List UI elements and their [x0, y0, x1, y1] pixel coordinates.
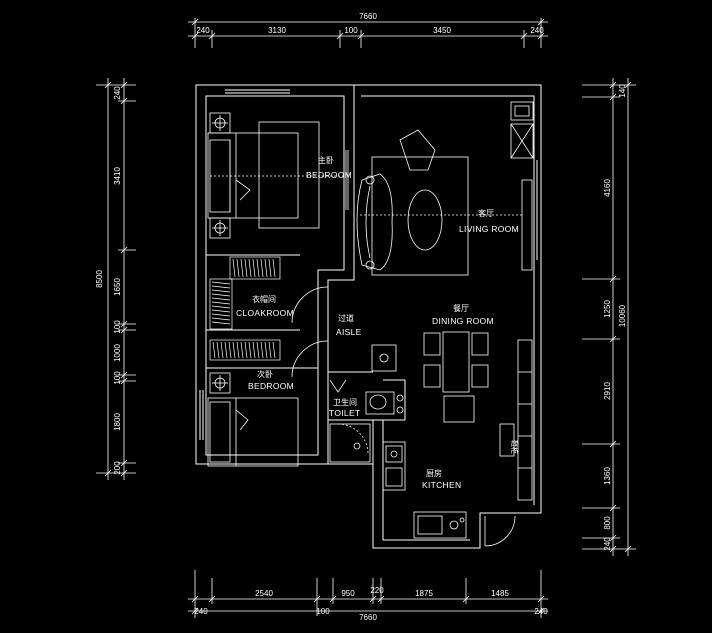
label-kitchen-cn: 厨房: [426, 468, 442, 478]
label-aisle-en: AISLE: [336, 327, 362, 337]
dim-top-seg-5: 240: [530, 26, 544, 35]
dim-bottom-seg-1: 2540: [255, 589, 273, 598]
second-bed: [207, 397, 299, 467]
label-kitchen-en: KITCHEN: [422, 480, 461, 490]
nightstand-lamps: [209, 112, 231, 394]
dimension-bottom: [188, 570, 548, 618]
label-master-bedroom-en: BEDROOM: [306, 170, 352, 180]
kitchen-fixtures: [382, 441, 467, 539]
label-living-room-en: LIVING ROOM: [459, 224, 519, 234]
dim-left-seg-5: 1000: [113, 344, 122, 362]
dim-right-seg-6: 800: [603, 516, 612, 530]
cloakroom-wardrobes: [209, 256, 281, 361]
dim-bottom-outer-3: 240: [534, 607, 548, 616]
label-cloakroom-en: CLOAKROOM: [236, 308, 294, 318]
doors: [291, 102, 516, 547]
dim-bottom-seg-5: 1485: [491, 589, 509, 598]
appliances: [499, 101, 534, 457]
dimension-right: [582, 78, 636, 556]
bath-fixtures: [329, 344, 404, 463]
label-living-room-cn: 客厅: [478, 208, 494, 218]
dining-set: [423, 331, 533, 501]
dim-left-seg-6: 100: [113, 371, 122, 385]
dim-top-seg-1: 240: [196, 26, 210, 35]
dim-right-seg-7: 240: [603, 537, 612, 551]
label-toilet-cn: 卫生间: [333, 397, 357, 407]
label-dining-cn: 餐厅: [453, 304, 469, 313]
dim-bottom-outer-1: 240: [194, 607, 208, 616]
master-bed: [207, 121, 345, 229]
label-second-bedroom-cn: 次卧: [257, 369, 273, 379]
dim-left-seg-3: 1650: [113, 278, 122, 296]
dim-right-total: 10060: [618, 304, 627, 327]
dim-top-total: 7660: [359, 12, 377, 21]
label-cabinet: 鞋柜: [510, 440, 519, 454]
dim-top-seg-2: 3130: [268, 26, 286, 35]
dim-left-seg-2: 3410: [113, 167, 122, 185]
dim-left-seg-1: 240: [113, 86, 122, 100]
dim-bottom-seg-3: 220: [370, 586, 384, 595]
label-master-bedroom-cn: 主卧: [318, 155, 334, 165]
dim-bottom-seg-4: 1875: [415, 589, 433, 598]
dim-right-seg-3: 1250: [603, 300, 612, 318]
label-aisle-cn: 过道: [338, 313, 354, 323]
dim-left-seg-4: 100: [113, 320, 122, 334]
dim-bottom-outer-2: 100: [316, 607, 330, 616]
dim-top-seg-3: 100: [344, 26, 358, 35]
dim-top-seg-4: 3450: [433, 26, 451, 35]
label-toilet-en: TOILET: [329, 408, 360, 418]
label-dining-en: DINING ROOM: [432, 316, 494, 326]
walls: [195, 84, 542, 549]
dim-bottom-seg-2: 950: [341, 589, 355, 598]
dim-left-total: 8500: [95, 270, 104, 288]
label-second-bedroom-en: BEDROOM: [248, 381, 294, 391]
living-room-furniture: [356, 129, 533, 276]
dim-right-seg-4: 2910: [603, 382, 612, 400]
dimension-left: [96, 78, 136, 480]
dim-bottom-total: 7660: [359, 613, 377, 622]
dim-right-seg-2: 4160: [603, 179, 612, 197]
dim-right-seg-5: 1360: [603, 467, 612, 485]
label-cloakroom-cn: 衣帽间: [252, 294, 276, 304]
dim-left-seg-8: 200: [113, 461, 122, 475]
dimension-top: [188, 18, 548, 48]
dim-left-seg-7: 1800: [113, 413, 122, 431]
dim-right-seg-1: 140: [618, 84, 627, 98]
